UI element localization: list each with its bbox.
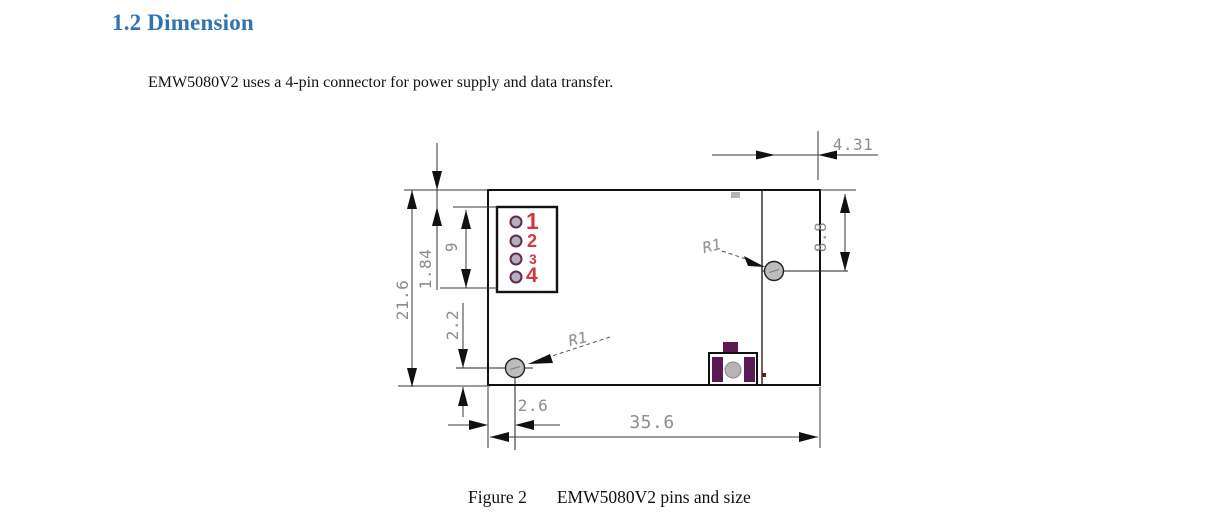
dim-right-height: 8.8: [810, 221, 830, 253]
section-heading: 1.2 Dimension: [112, 10, 254, 35]
body-paragraph: EMW5080V2 uses a 4-pin connector for pow…: [148, 74, 614, 91]
pin-1-label: 1: [526, 208, 539, 234]
pin-header-box: [495, 205, 559, 294]
pin-4-hole: [509, 270, 523, 284]
leader-line-bottom: [528, 336, 611, 364]
dimension-annotations: [398, 131, 878, 448]
leader-line-top: [721, 250, 765, 267]
figure-caption-text: EMW5080V2 pins and size: [556, 487, 751, 507]
pin-3-hole: [509, 252, 523, 266]
pin-1-hole: [509, 215, 523, 229]
dim-top-right-offset: 4.31: [832, 134, 874, 154]
figure-caption: Figure 2 EMW5080V2 pins and size: [468, 487, 751, 508]
pin-4-label: 4: [526, 264, 538, 287]
red-dot: [762, 373, 766, 377]
via-top-right: [762, 260, 848, 282]
dim-pad-horizontal-offset: 2.6: [517, 395, 549, 415]
dim-pad-vertical-offset: 2.2: [442, 309, 462, 341]
board-mark: [731, 192, 740, 198]
via-bottom-left: [456, 357, 533, 450]
pin-2-label: 2: [527, 231, 538, 251]
button-component: [708, 342, 766, 386]
dim-board-width: 35.6: [629, 411, 675, 433]
pin-3-label: 3: [529, 251, 537, 267]
pin-2-hole: [509, 234, 523, 248]
dim-board-height: 21.6: [392, 279, 412, 321]
dim-header-length: 9: [441, 241, 461, 253]
figure-caption-label: Figure 2: [468, 487, 527, 507]
dim-header-top-offset: 1.84: [415, 248, 435, 290]
